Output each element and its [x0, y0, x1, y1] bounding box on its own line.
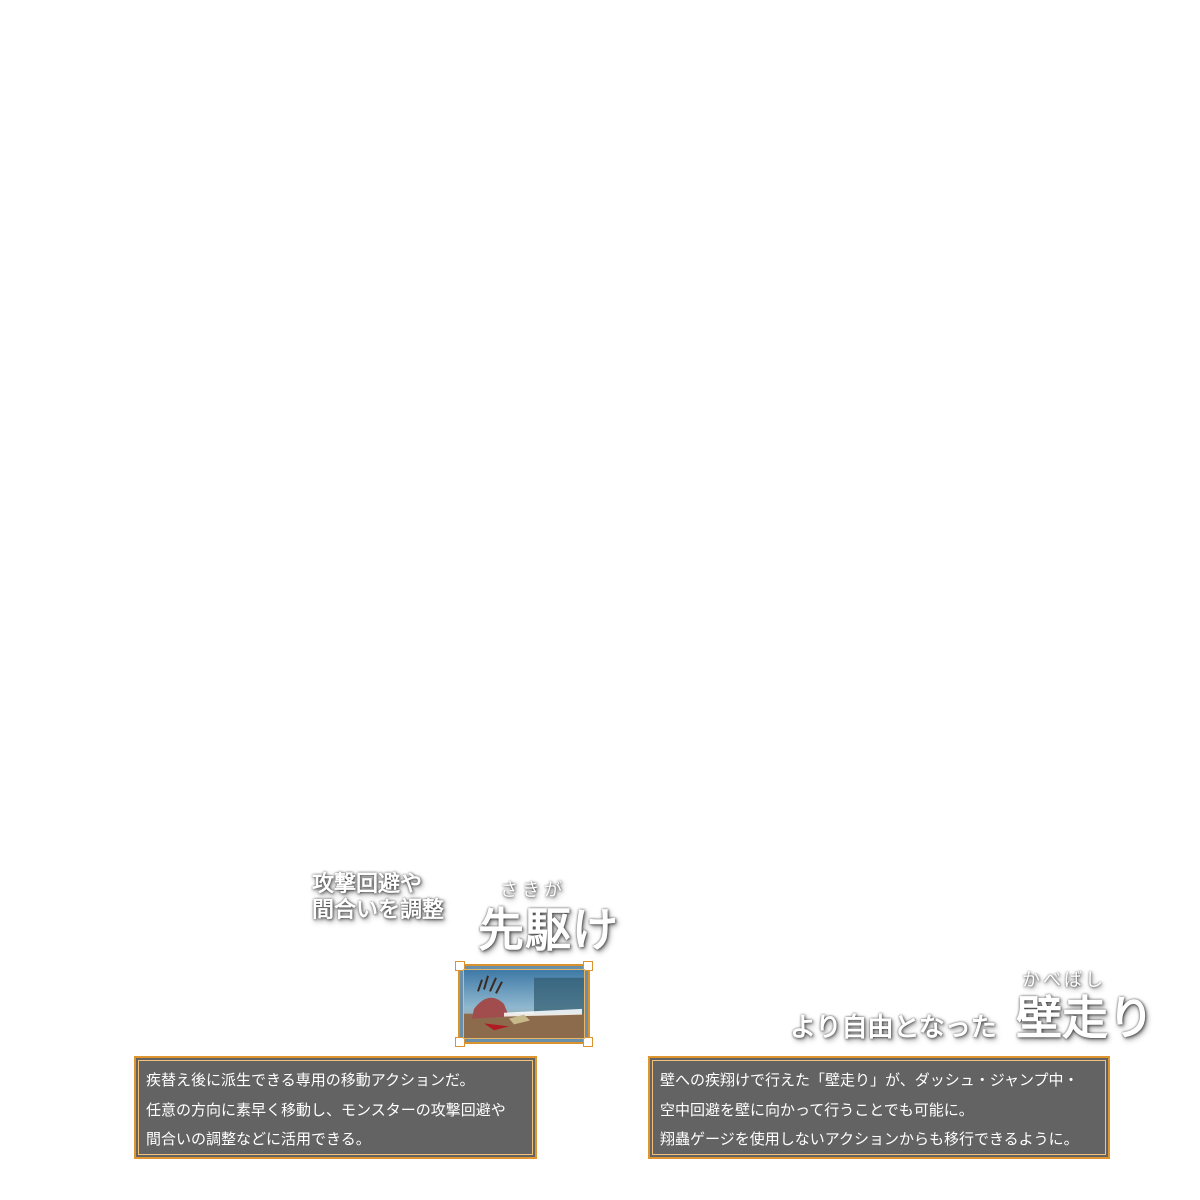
- section-2-description-line: 翔蟲ゲージを使用しないアクションからも移行できるように。: [660, 1130, 1079, 1148]
- section-1-description-line: 間合いの調整などに活用できる。: [146, 1130, 371, 1148]
- frame-corner-ornament: [583, 961, 593, 971]
- section-1-tagline-line-2: 間合いを調整: [312, 898, 445, 923]
- section-2-description-line: 空中回避を壁に向かって行うことでも可能に。: [660, 1100, 974, 1119]
- section-2-description-line: 壁への疾翔けで行えた「壁走り」が、ダッシュ・ジャンプ中・: [660, 1071, 1079, 1089]
- section-2-ruby: かべばし: [1022, 970, 1106, 991]
- section-1-tagline: 攻撃回避や 間合いを調整: [312, 872, 444, 924]
- frame-corner-ornament: [455, 961, 465, 971]
- frame-corner-ornament: [583, 1037, 593, 1047]
- section-1-tagline-line-1: 攻撃回避や: [312, 872, 423, 897]
- frame-corner-ornament: [455, 1037, 465, 1047]
- section-2-description-box: 壁への疾翔けで行えた「壁走り」が、ダッシュ・ジャンプ中・ 空中回避を壁に向かって…: [648, 1056, 1110, 1159]
- section-1-description-box: 疾替え後に派生できる専用の移動アクションだ。 任意の方向に素早く移動し、モンスタ…: [134, 1056, 537, 1159]
- section-1-title: 先駆け: [478, 903, 619, 957]
- section-1-description-line: 疾替え後に派生できる専用の移動アクションだ。: [146, 1071, 475, 1089]
- section-1-description-line: 任意の方向に素早く移動し、モンスターの攻撃回避や: [146, 1100, 506, 1119]
- section-2-tagline: より自由となった: [790, 1013, 997, 1043]
- gameplay-screenshot-image: [463, 969, 585, 1039]
- section-1-ruby: さきが: [500, 880, 566, 901]
- section-2-title: 壁走り: [1016, 991, 1154, 1045]
- gameplay-thumbnail: [455, 961, 593, 1047]
- gameplay-scene-icon: [464, 970, 584, 1038]
